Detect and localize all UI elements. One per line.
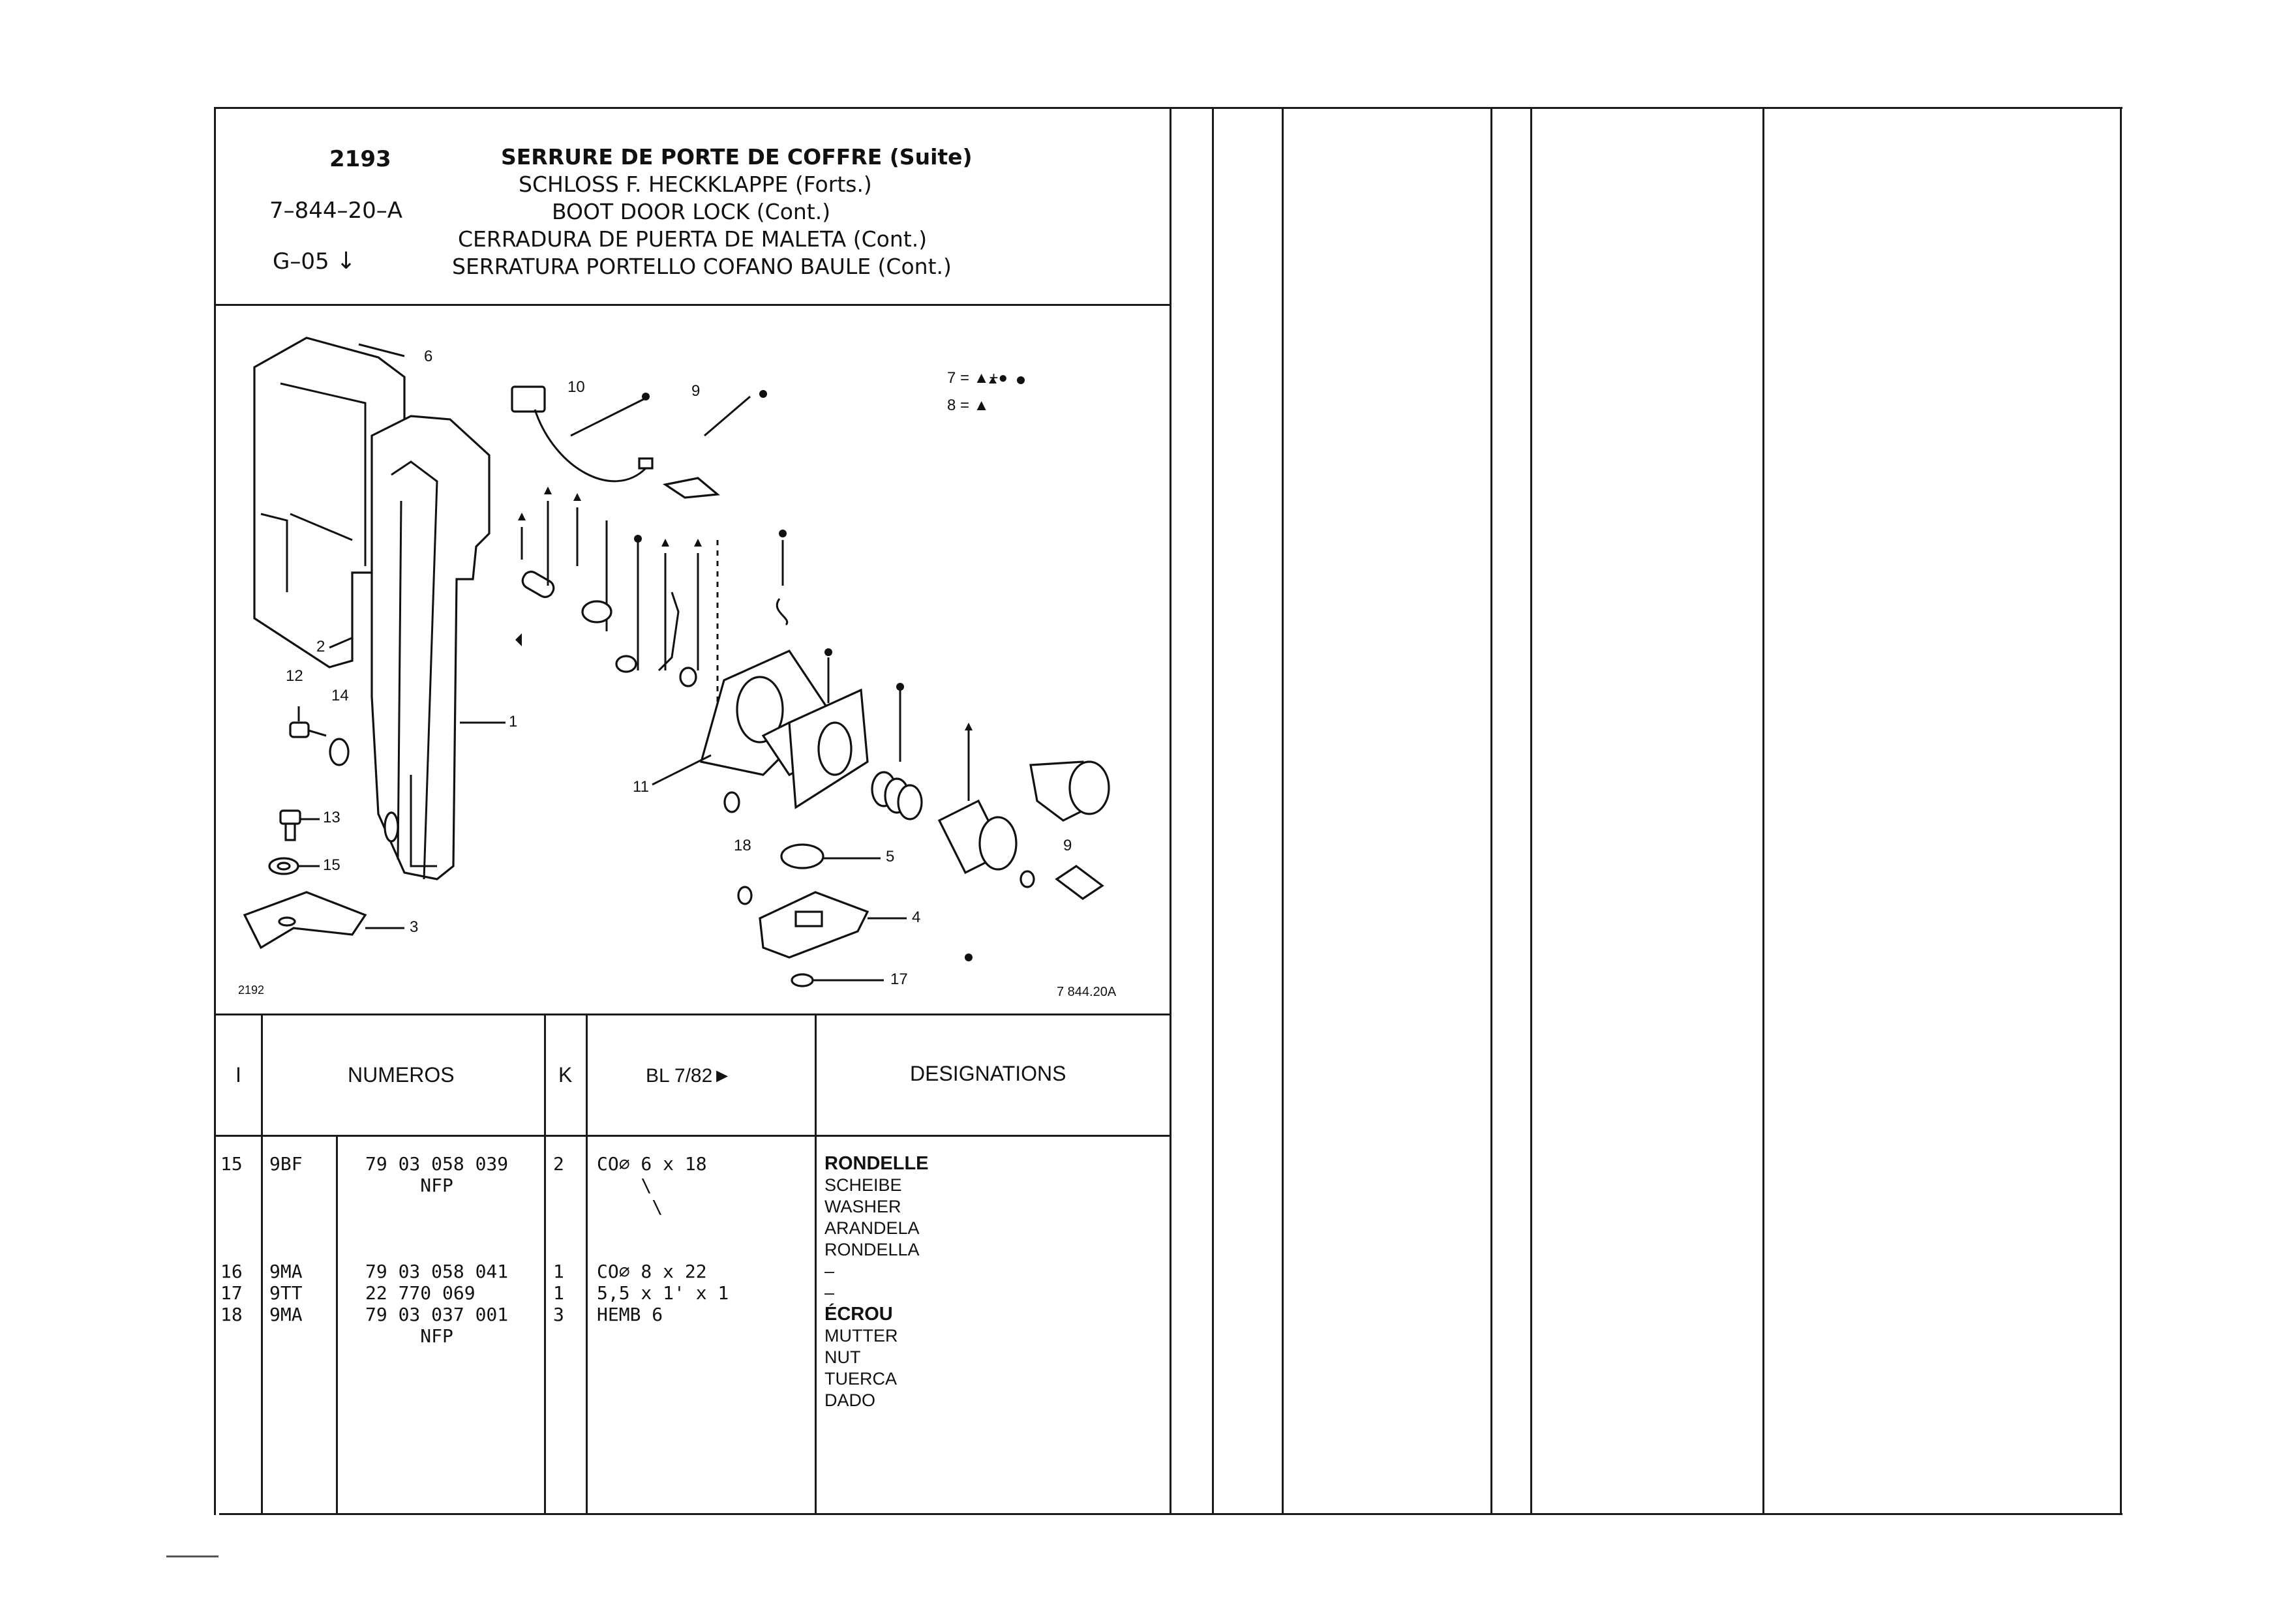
designation-16: – — [824, 1261, 835, 1281]
designation-15-it: RONDELLA — [824, 1240, 920, 1259]
frame-left — [214, 107, 216, 1515]
col-header-k: K — [558, 1063, 573, 1087]
part-12-plate — [652, 649, 830, 786]
title-de: SCHLOSS F. HECKKLAPPE (Forts.) — [519, 172, 872, 197]
col-sep-e — [1762, 107, 1764, 1515]
callout-2: 2 — [316, 638, 325, 655]
table-header-divider — [215, 1135, 1171, 1137]
diagram-ref-left: 2192 — [238, 984, 265, 997]
designation-15-en: WASHER — [824, 1197, 901, 1216]
table-col-code-sep — [336, 1135, 338, 1515]
callout-15: 14 — [331, 687, 349, 704]
scan-mark-bottom — [166, 1555, 219, 1557]
part-5-disc — [780, 843, 881, 869]
title-es: CERRADURA DE PUERTA DE MALETA (Cont.) — [458, 226, 928, 252]
designation-15-fr: RONDELLE — [824, 1153, 929, 1174]
group-code: G–05 ↓ — [273, 248, 356, 275]
part-3-bracket — [243, 891, 404, 950]
col-sep-main — [1170, 107, 1171, 1515]
part-cylinder — [937, 723, 1018, 961]
callout-10: 9 — [691, 382, 701, 400]
callout-1: 1 — [509, 713, 518, 730]
part-springs — [871, 683, 923, 820]
callout-4: 4 — [912, 909, 921, 926]
part-4-latch — [759, 891, 907, 959]
designation-15-es: ARANDELA — [824, 1218, 920, 1238]
group-arrow-icon: ↓ — [336, 248, 356, 275]
col-sep-d — [1530, 107, 1532, 1515]
table-col-bl: CO⌀ 6 x 18 \ \ CO⌀ 8 x 22 5,5 x 1' x 1 H… — [597, 1153, 729, 1325]
diagram-divider — [215, 1014, 1171, 1015]
callout-9: 9 — [1063, 837, 1072, 854]
diagram-ref-right: 7 844.20A — [1057, 985, 1117, 999]
table-col-bl-sep — [815, 1014, 817, 1515]
designation-18-it: DADO — [824, 1390, 876, 1410]
part-11-wire — [511, 385, 654, 483]
part-lock-barrel — [761, 648, 869, 809]
group-label: G–05 — [273, 248, 329, 275]
callout-11: 10 — [567, 378, 585, 396]
callout-17: 17 — [890, 970, 908, 988]
part-17-washer — [791, 973, 884, 987]
callout-16: 15 — [323, 856, 340, 874]
diagram-drawing — [243, 337, 1110, 987]
col-sep-a — [1212, 107, 1214, 1515]
callout-3: 3 — [410, 918, 419, 936]
table-col-index: 15 16 17 18 — [220, 1153, 243, 1325]
col-header-designations: DESIGNATIONS — [910, 1062, 1066, 1085]
callout-13: 12 — [286, 667, 303, 685]
legend-8: 8 = ▲ — [947, 397, 989, 414]
table-col-k-sep — [586, 1014, 588, 1515]
col-sep-c — [1490, 107, 1492, 1515]
designation-18-es: TUERCA — [824, 1369, 898, 1389]
col-sep-b — [1282, 107, 1284, 1515]
designation-15-de: SCHEIBE — [824, 1175, 902, 1195]
title-en: BOOT DOOR LOCK (Cont.) — [552, 199, 831, 224]
page-number: 2193 — [329, 146, 391, 172]
callout-14: 13 — [323, 809, 340, 826]
designation-18-en: NUT — [824, 1347, 861, 1367]
part-9-lock-cylinder — [1020, 760, 1110, 900]
callout-18: 18 — [734, 837, 751, 854]
table-col-k: 2 1 1 3 — [553, 1153, 564, 1325]
header-divider — [215, 304, 1171, 306]
exploded-diagram: 6 10 9 2 12 14 1 11 13 15 3 18 5 4 17 9 … — [215, 305, 1171, 1014]
callout-12: 11 — [633, 778, 649, 796]
designation-18-fr: ÉCROU — [824, 1304, 893, 1325]
designation-17: – — [824, 1283, 835, 1302]
small-parts-row — [515, 390, 789, 729]
table-col-code: 9BF 9MA 9TT 9MA — [269, 1153, 303, 1325]
callout-6: 6 — [424, 348, 433, 365]
col-header-i: I — [235, 1063, 241, 1087]
table-col-i-sep — [261, 1014, 263, 1515]
part-15-washer — [329, 738, 350, 766]
part-10-clip — [662, 477, 720, 499]
table-col-num-sep — [544, 1014, 546, 1515]
col-header-numeros: NUMEROS — [348, 1063, 455, 1087]
part-reference: 7–844–20–A — [269, 198, 403, 224]
part-1-lock-body — [370, 415, 506, 880]
frame-right — [2120, 107, 2122, 1515]
table-col-number: 79 03 058 039 NFP 79 03 058 041 22 770 0… — [365, 1153, 509, 1347]
col-header-bl: BL 7/82► — [646, 1065, 732, 1087]
designation-18-de: MUTTER — [824, 1326, 898, 1345]
callout-5: 5 — [886, 848, 895, 865]
legend-7: 7 = ▲+● — [947, 369, 1008, 387]
table-col-designations: RONDELLE SCHEIBE WASHER ARANDELA RONDELL… — [824, 1153, 929, 1411]
part-13-screw — [289, 706, 327, 738]
frame-top — [215, 107, 2122, 109]
title-it: SERRATURA PORTELLO COFANO BAULE (Cont.) — [452, 254, 952, 279]
title-fr: SERRURE DE PORTE DE COFFRE (Suite) — [501, 144, 973, 170]
part-14-bolt — [279, 809, 320, 841]
part-16-washer — [268, 857, 320, 875]
